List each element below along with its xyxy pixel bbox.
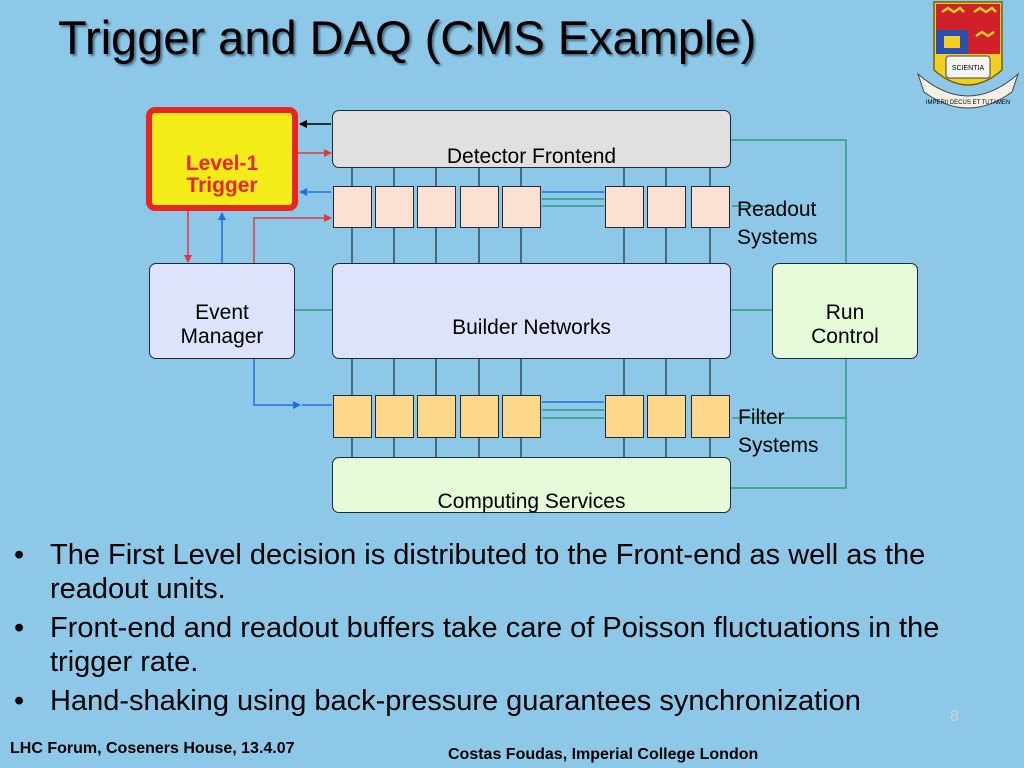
filter-unit <box>460 395 499 438</box>
footer-right: Costas Foudas, Imperial College London <box>448 746 759 763</box>
readout-unit <box>375 186 414 228</box>
builder-networks-box: Builder Networks <box>332 263 731 359</box>
slide-title: Trigger and DAQ (CMS Example) <box>58 11 757 64</box>
run-control-box: Run Control <box>772 263 918 359</box>
run-control-line1: Run <box>825 301 865 324</box>
filter-unit <box>417 395 456 438</box>
filter-systems-line1: Filter <box>738 406 785 429</box>
bullet-text: Front-end and readout buffers take care … <box>50 612 940 678</box>
filter-unit <box>605 395 644 438</box>
imperial-college-crest-icon: SCIENTIA IMPERII DECUS ET TUTAMEN <box>916 1 1020 109</box>
readout-systems-label: Readout Systems <box>737 196 818 252</box>
readout-unit <box>460 186 499 228</box>
detector-frontend-label: Detector Frontend <box>446 145 617 168</box>
event-manager-line1: Event <box>195 301 249 324</box>
filter-unit <box>375 395 414 438</box>
filter-unit <box>502 395 541 438</box>
filter-systems-label: Filter Systems <box>738 404 819 460</box>
bullet-item: •The First Level decision is distributed… <box>14 539 926 605</box>
trigger-label-line2: Trigger <box>186 174 258 197</box>
page-number: 8 <box>950 708 959 725</box>
readout-unit <box>502 186 541 228</box>
computing-services-box: Computing Services <box>332 457 731 513</box>
computing-services-label: Computing Services <box>437 490 626 513</box>
footer-left: LHC Forum, Coseners House, 13.4.07 <box>10 740 295 757</box>
bullet-item: •Front-end and readout buffers take care… <box>14 612 940 678</box>
readout-systems-line2: Systems <box>737 226 818 249</box>
filter-unit <box>691 395 730 438</box>
crest-scroll-text: SCIENTIA <box>952 65 985 72</box>
readout-unit <box>605 186 644 228</box>
crest-ribbon-text: IMPERII DECUS ET TUTAMEN <box>926 100 1010 106</box>
bullet-text: Hand-shaking using back-pressure guarant… <box>50 685 861 717</box>
detector-frontend-box: Detector Frontend <box>332 110 731 168</box>
trigger-label-line1: Level-1 <box>185 152 259 175</box>
bullet-text: The First Level decision is distributed … <box>50 539 926 605</box>
readout-unit <box>691 186 730 228</box>
level1-trigger-box: Level-1 Trigger <box>146 107 298 211</box>
builder-networks-label: Builder Networks <box>452 316 611 339</box>
readout-unit <box>417 186 456 228</box>
filter-unit <box>333 395 372 438</box>
readout-unit <box>647 186 686 228</box>
event-manager-line2: Manager <box>180 325 264 348</box>
filter-systems-line2: Systems <box>738 434 819 457</box>
bullet-item: •Hand-shaking using back-pressure guaran… <box>14 685 861 717</box>
run-control-line2: Control <box>811 325 879 348</box>
readout-systems-line1: Readout <box>737 198 817 221</box>
event-manager-box: Event Manager <box>149 263 295 359</box>
bullet-list: •The First Level decision is distributed… <box>10 538 1010 723</box>
readout-unit <box>333 186 372 228</box>
filter-unit <box>647 395 686 438</box>
